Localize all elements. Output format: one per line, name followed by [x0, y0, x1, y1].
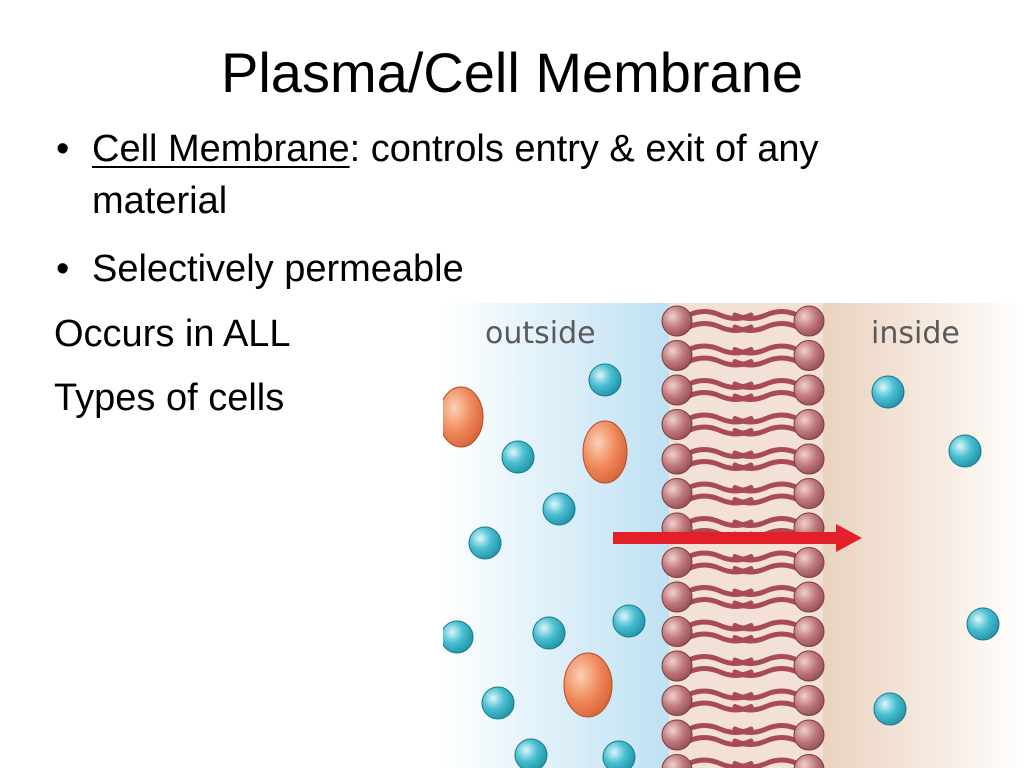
large-molecule-icon [443, 386, 484, 448]
phospholipid-head-icon [793, 650, 825, 682]
small-molecule-icon [532, 616, 566, 650]
phospholipid-head-icon [661, 547, 693, 578]
lipid-tail [732, 309, 800, 321]
phospholipid-head-icon [793, 409, 825, 440]
lipid-tail [732, 757, 800, 768]
membrane-diagram: outside inside [443, 303, 1024, 768]
phospholipid-head-icon [661, 754, 693, 768]
lipid-tail [732, 735, 800, 747]
bullet-dot: • [56, 248, 70, 290]
lipid-tail [732, 550, 800, 563]
lipid-tail [732, 688, 800, 701]
phospholipid-head-icon [661, 719, 693, 751]
phospholipid-head-icon [793, 719, 825, 751]
text-line-types: Types of cells [54, 377, 285, 419]
lipid-tail [732, 562, 800, 575]
lipid-tail [732, 631, 800, 644]
bullet-text: Selectively permeable [92, 248, 464, 290]
phospholipid-head-icon [661, 305, 693, 337]
lipid-tail [732, 459, 800, 471]
lipid-tail [732, 424, 800, 437]
phospholipid-head-icon [793, 374, 825, 406]
small-molecule-icon [481, 686, 515, 720]
small-molecule-icon [588, 363, 622, 397]
small-molecule-icon [514, 738, 548, 768]
phospholipid-head-icon [793, 685, 825, 716]
lipid-tail [732, 390, 800, 402]
small-molecule-icon [871, 375, 905, 409]
lipid-tail [732, 723, 800, 735]
phospholipid-head-icon [661, 650, 693, 682]
lipid-heads [661, 305, 825, 768]
phospholipid-head-icon [661, 340, 693, 371]
lipid-tail [732, 412, 800, 425]
phospholipid-head-icon [661, 478, 693, 509]
lipid-tail [732, 585, 800, 597]
small-molecule-icon [948, 434, 982, 468]
lipid-tail [732, 343, 800, 356]
lipid-tail [732, 619, 800, 632]
lipid-tail [732, 597, 800, 609]
transport-arrow-icon [613, 524, 862, 552]
phospholipid-head-icon [793, 616, 825, 647]
small-molecule-icon [501, 440, 535, 474]
lipid-tail [732, 516, 800, 528]
lipid-tail [732, 654, 800, 666]
small-molecule-icon [873, 692, 907, 726]
bullet-dot: • [56, 128, 70, 170]
lipid-tail [732, 355, 800, 368]
phospholipid-head-icon [793, 547, 825, 578]
lipid-tail [732, 378, 800, 390]
large-molecule-icon [582, 420, 628, 484]
small-molecule-icon [612, 604, 646, 638]
phospholipid-head-icon [661, 409, 693, 440]
phospholipid-head-icon [661, 616, 693, 647]
small-molecule-icon [443, 620, 474, 654]
lipid-tail [732, 481, 800, 494]
lipid-tails [686, 309, 800, 768]
molecules [443, 363, 1000, 768]
outside-label: outside [485, 316, 596, 351]
bullet-definition: : controls entry & exit of any material [92, 128, 819, 222]
lipid-tail [732, 321, 800, 333]
small-molecule-icon [602, 740, 636, 768]
phospholipid-head-icon [661, 581, 693, 613]
bullet-term: Cell Membrane [92, 128, 350, 170]
small-molecule-icon [542, 492, 576, 526]
bullet-text: Cell Membrane: controls entry & exit of … [92, 123, 892, 227]
phospholipid-head-icon [661, 374, 693, 406]
phospholipid-head-icon [793, 478, 825, 509]
text-line-occurs: Occurs in ALL [54, 313, 291, 355]
inside-label: inside [871, 316, 960, 351]
lipid-tail [732, 700, 800, 713]
phospholipid-head-icon [793, 340, 825, 371]
phospholipid-head-icon [661, 685, 693, 716]
slide-title: Plasma/Cell Membrane [221, 41, 803, 104]
small-molecule-icon [966, 607, 1000, 641]
phospholipid-head-icon [793, 754, 825, 768]
small-molecule-icon [468, 526, 502, 560]
phospholipid-head-icon [793, 305, 825, 337]
phospholipid-head-icon [793, 443, 825, 475]
phospholipid-head-icon [661, 443, 693, 475]
large-molecule-icon [563, 652, 613, 718]
phospholipid-head-icon [793, 581, 825, 613]
lipid-tail [732, 493, 800, 506]
lipid-tail [732, 447, 800, 459]
lipid-tail [732, 666, 800, 678]
